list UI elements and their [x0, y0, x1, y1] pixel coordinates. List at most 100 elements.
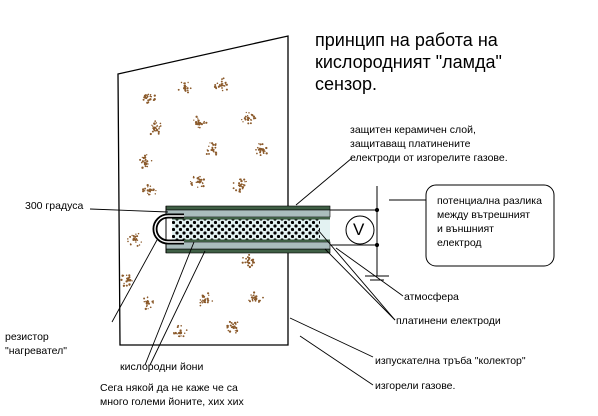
gas-particle — [258, 143, 260, 145]
oxygen-ions-label: кислородни йони — [120, 361, 204, 373]
gas-particle — [146, 95, 149, 97]
gas-particle — [208, 145, 210, 148]
gas-particle — [147, 308, 149, 310]
gas-particle — [211, 300, 214, 302]
potential-label-1: потенциална разлика — [437, 195, 542, 207]
exhaust-pipe-wall — [117, 35, 289, 346]
gas-particle — [245, 180, 247, 183]
gas-particle — [183, 332, 186, 334]
gas-particle — [142, 188, 145, 191]
gas-particle — [201, 301, 204, 304]
gas-particle — [261, 143, 264, 146]
gas-particle — [140, 241, 142, 243]
gas-particle — [254, 117, 257, 120]
gas-particle — [152, 125, 154, 127]
gas-particle — [232, 187, 235, 190]
gas-particle — [259, 299, 261, 302]
gas-particle — [146, 160, 149, 163]
gas-particle — [145, 305, 148, 308]
gas-particle — [147, 93, 150, 96]
gas-particle — [176, 333, 178, 335]
gas-particle — [180, 335, 182, 337]
gas-particle — [211, 148, 213, 150]
gas-particle — [127, 279, 130, 282]
gas-particle — [197, 122, 200, 125]
gas-particle — [144, 165, 147, 168]
gas-particle — [249, 262, 251, 265]
potential-label-3: и външният — [437, 223, 494, 235]
gas-particle — [252, 295, 254, 297]
gas-particle — [189, 180, 192, 183]
gas-particle — [129, 243, 132, 246]
gas-particle — [244, 181, 246, 183]
gas-particle — [236, 330, 239, 332]
gas-particle — [234, 326, 237, 329]
gas-particle — [241, 118, 243, 121]
gas-particle — [146, 101, 149, 104]
gas-particle — [229, 324, 232, 327]
gas-particle — [246, 259, 250, 262]
gas-particle — [143, 154, 147, 157]
gas-particle — [149, 132, 152, 136]
gas-particle — [128, 274, 131, 277]
gas-particle — [246, 118, 250, 121]
gas-particle — [207, 299, 209, 301]
gas-particle — [250, 119, 253, 121]
gas-particle — [259, 151, 262, 154]
gas-particle — [251, 296, 253, 299]
gas-particle — [211, 142, 214, 145]
gas-particle — [205, 121, 208, 124]
gas-particle — [193, 119, 195, 121]
gas-particle — [221, 78, 223, 80]
gas-particle — [197, 117, 199, 119]
gas-particle — [239, 185, 241, 188]
gas-particle — [224, 81, 227, 84]
gas-particle — [145, 300, 147, 303]
gas-particle — [230, 321, 233, 324]
outer-electrode-top — [165, 205, 331, 211]
gas-particle — [197, 176, 200, 179]
gas-particle — [121, 274, 124, 277]
gas-particle — [225, 88, 228, 91]
gas-particle — [176, 326, 179, 329]
gas-particle — [141, 166, 144, 169]
gas-particle — [144, 161, 146, 164]
gas-particle — [146, 304, 148, 306]
gas-particle — [177, 88, 180, 91]
gas-particle — [135, 233, 137, 235]
gas-particle — [223, 85, 226, 87]
temperature-label: 300 градуса — [25, 200, 84, 212]
gas-particle — [196, 180, 200, 183]
voltmeter-symbol: V — [353, 220, 365, 239]
gas-particle — [199, 175, 201, 178]
gas-particle — [250, 264, 254, 267]
gas-particle — [147, 163, 149, 165]
gas-particle — [265, 146, 268, 150]
gas-particle — [247, 262, 249, 264]
gas-particle — [184, 89, 187, 92]
gas-particle — [146, 96, 149, 98]
gas-particle — [228, 330, 232, 333]
gas-particle — [145, 162, 147, 165]
gas-particle — [243, 178, 246, 181]
gas-particle — [156, 125, 158, 128]
gas-particle — [221, 82, 224, 85]
gas-particle — [140, 161, 143, 164]
burnt-gas-speckles — [120, 77, 279, 338]
gas-particle — [198, 126, 201, 129]
ceramic-label-2: защитаващ платинените — [350, 138, 471, 150]
gas-particle — [208, 294, 210, 296]
gas-particle — [190, 182, 193, 185]
gas-particle — [142, 157, 144, 159]
gas-particle — [143, 300, 146, 303]
gas-particle — [238, 190, 241, 193]
gas-particle — [179, 329, 182, 332]
gas-particle — [199, 123, 202, 125]
gas-particle — [202, 178, 206, 181]
gas-particle — [245, 257, 248, 260]
gas-particle — [155, 189, 157, 192]
ceramic-label-3: електроди от изгорелите газове. — [350, 152, 508, 164]
gas-particle — [215, 152, 218, 154]
gas-particle — [136, 239, 139, 241]
